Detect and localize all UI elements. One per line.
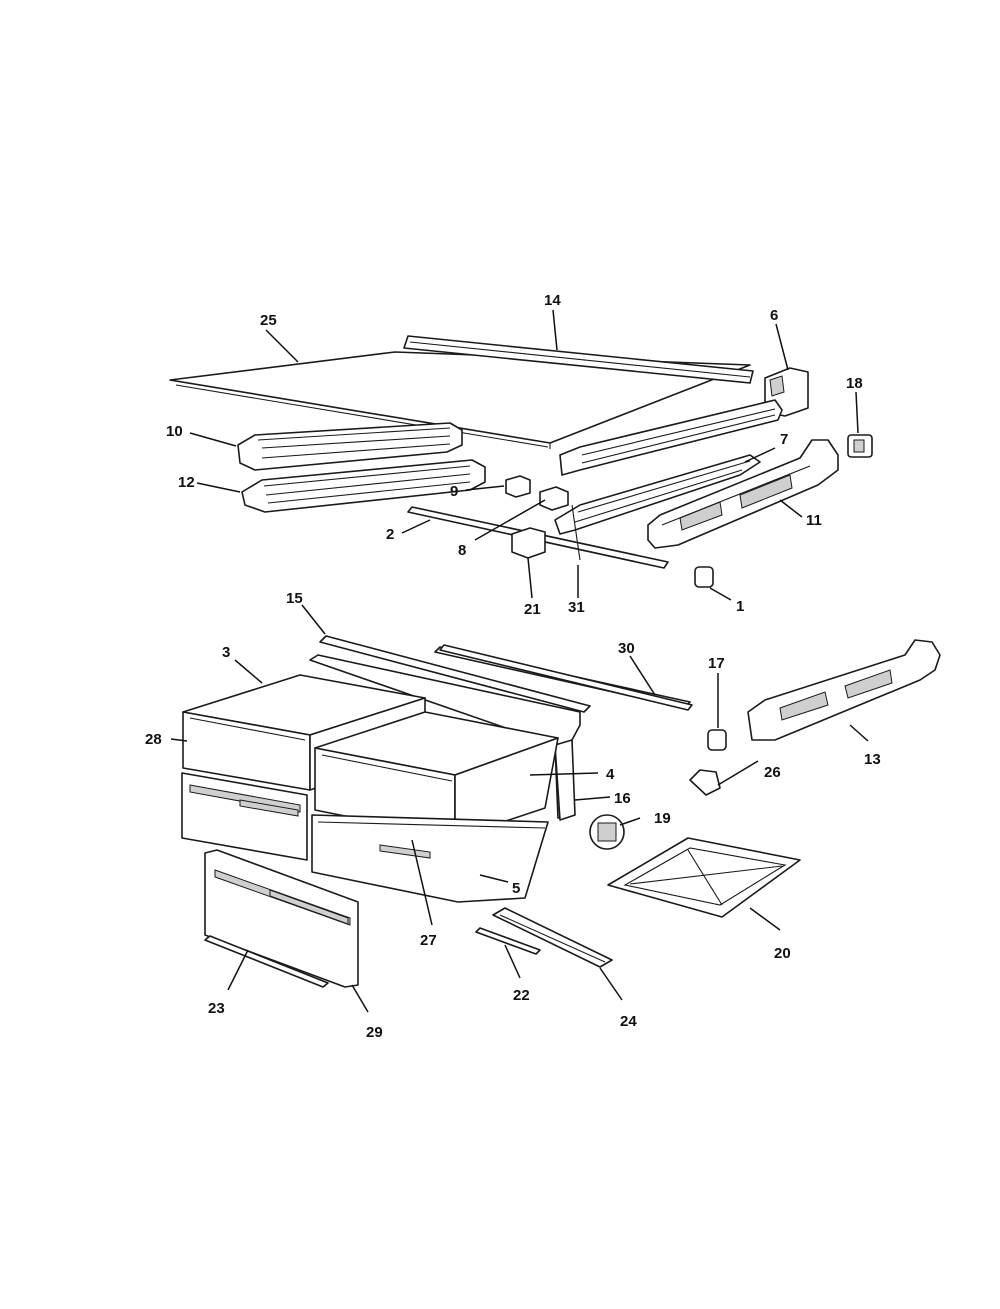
- callout-26: 26: [764, 764, 781, 781]
- callout-24: 24: [620, 1013, 637, 1030]
- callout-5: 5: [512, 880, 520, 897]
- leader-15: [301, 604, 326, 635]
- callout-21: 21: [524, 601, 541, 618]
- leader-29: [351, 984, 369, 1013]
- drawer-part-28: [181, 772, 308, 861]
- leader-5: [479, 874, 509, 883]
- callout-19: 19: [654, 810, 671, 827]
- trim-part-23: [204, 935, 329, 988]
- shelf-trim-part-14: [403, 335, 754, 384]
- callout-15: 15: [286, 590, 303, 607]
- bracket-part-21: [511, 527, 546, 559]
- leader-6: [775, 323, 789, 371]
- callout-12: 12: [178, 474, 195, 491]
- callout-14: 14: [544, 292, 561, 309]
- leader-16: [574, 796, 611, 801]
- callout-23: 23: [208, 1000, 225, 1017]
- callout-labels: 25 14 6 18 10 12 9 8 2 7 11 21 31 1 15 3…: [145, 292, 881, 1041]
- callout-16: 16: [614, 790, 631, 807]
- slide-part-24: [492, 907, 613, 968]
- block-part-8: [539, 486, 569, 511]
- leader-20: [749, 907, 781, 931]
- callout-29: 29: [366, 1024, 383, 1041]
- leader-12: [196, 482, 241, 493]
- leader-27: [411, 839, 433, 926]
- rail-part-12: [241, 459, 486, 513]
- callout-20: 20: [774, 945, 791, 962]
- callout-2: 2: [386, 526, 394, 543]
- callout-1: 1: [736, 598, 744, 615]
- callout-11: 11: [806, 512, 822, 529]
- callout-31: 31: [568, 599, 585, 616]
- leader-2: [401, 519, 431, 534]
- front-panel-part-29: [204, 849, 359, 988]
- leader-8: [474, 499, 546, 541]
- pan-part-4: [314, 711, 559, 839]
- rail-part-10: [237, 422, 463, 471]
- leader-18: [855, 391, 859, 434]
- callout-22: 22: [513, 987, 530, 1004]
- leader-25: [265, 329, 299, 363]
- cover-part-15: [319, 635, 591, 713]
- bracket-part-13: [747, 639, 941, 741]
- drawer-part-5: [311, 814, 549, 903]
- leader-10: [189, 432, 237, 447]
- leader-13: [849, 724, 869, 742]
- strip-part-22: [475, 927, 541, 955]
- knob-part-26: [689, 769, 721, 796]
- leader-23: [227, 949, 249, 991]
- callout-27: 27: [420, 932, 437, 949]
- callout-4: 4: [606, 766, 615, 783]
- clip-part-17: [707, 729, 727, 751]
- callout-17: 17: [708, 655, 725, 672]
- clip-part-1: [694, 566, 714, 588]
- rod-part-30: [439, 644, 693, 711]
- leader-28: [170, 738, 188, 742]
- callout-3: 3: [222, 644, 230, 661]
- rail-right-upper: [559, 399, 783, 476]
- callout-18: 18: [846, 375, 863, 392]
- leader-1: [709, 587, 732, 601]
- crisper-frame-part-16: [309, 654, 581, 821]
- leader-lines: [170, 309, 869, 1013]
- leader-9: [465, 485, 505, 491]
- callout-28: 28: [145, 731, 162, 748]
- clip-part-18: [847, 434, 873, 458]
- leader-26: [717, 760, 759, 786]
- callout-8: 8: [458, 542, 466, 559]
- callout-10: 10: [166, 423, 183, 440]
- spring-part-31: [571, 504, 581, 561]
- block-part-9: [505, 475, 531, 498]
- leader-30: [629, 655, 656, 696]
- leader-14: [552, 309, 558, 351]
- glass-shelf-part-25: [169, 351, 751, 449]
- leader-7: [744, 447, 776, 463]
- leader-24: [599, 967, 623, 1001]
- leader-19: [619, 817, 641, 826]
- slide-part-7: [554, 454, 761, 535]
- callout-7: 7: [780, 431, 788, 448]
- leader-22: [504, 944, 521, 979]
- leader-4: [529, 772, 599, 776]
- callout-25: 25: [260, 312, 277, 329]
- leader-21: [527, 557, 533, 599]
- damper-part-19: [589, 814, 625, 850]
- callout-9: 9: [450, 483, 458, 500]
- callout-30: 30: [618, 640, 635, 657]
- leader-3: [234, 659, 263, 684]
- tray-part-20: [607, 837, 801, 918]
- callout-13: 13: [864, 751, 881, 768]
- bracket-part-11: [647, 439, 839, 549]
- leader-11: [779, 499, 803, 518]
- callout-6: 6: [770, 307, 778, 324]
